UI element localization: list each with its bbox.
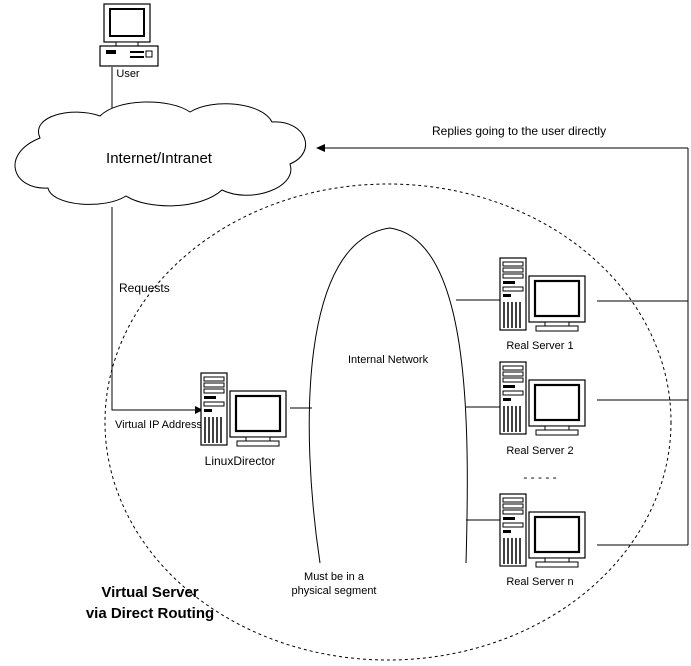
requests-label: Requests xyxy=(119,281,170,295)
real-server-1-label: Real Server 1 xyxy=(506,340,573,352)
director-label: LinuxDirector xyxy=(205,454,276,468)
diagram-title-line2: via Direct Routing xyxy=(86,605,214,622)
real-server-1-icon xyxy=(498,256,587,333)
real-server-n-icon xyxy=(498,492,587,569)
vip-label: Virtual IP Address xyxy=(115,419,203,431)
internal-network-label: Internal Network xyxy=(348,354,429,366)
diagram-title-line1: Virtual Server xyxy=(101,584,198,601)
replies-label: Replies going to the user directly xyxy=(432,124,606,138)
internet-cloud xyxy=(14,101,307,207)
segment-label-line1: Must be in a xyxy=(304,571,365,583)
request-path xyxy=(111,207,197,411)
real-server-n-label: Real Server n xyxy=(506,576,573,588)
segment-label-line2: physical segment xyxy=(292,585,377,597)
real-server-2-icon xyxy=(498,360,587,437)
internal-network-segment xyxy=(308,227,468,564)
user-label: User xyxy=(116,68,140,80)
cloud-label: Internet/Intranet xyxy=(106,150,213,167)
user-computer-icon xyxy=(99,3,159,67)
request-arrowhead xyxy=(195,406,203,414)
reply-arrowhead xyxy=(316,144,325,152)
servers-ellipsis: - - - - - xyxy=(523,470,556,484)
linux-director-server-icon xyxy=(199,371,288,448)
virtual-server-boundary xyxy=(104,183,672,661)
real-server-2-label: Real Server 2 xyxy=(506,445,573,457)
